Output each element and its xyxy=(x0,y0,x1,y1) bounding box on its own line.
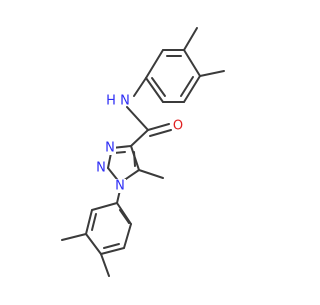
triazole-ring xyxy=(107,145,164,184)
aromatic-bond xyxy=(91,213,97,231)
bond xyxy=(116,202,132,225)
carbonyl-bond xyxy=(147,123,170,131)
bond xyxy=(123,223,132,249)
lower-aryl-ring xyxy=(61,189,132,277)
aromatic-bond xyxy=(103,243,120,249)
label-background xyxy=(114,179,126,193)
bond xyxy=(126,106,149,131)
aromatic-bond xyxy=(151,77,166,97)
aromatic-bond xyxy=(133,151,136,167)
methyl-bond xyxy=(183,27,198,51)
bond xyxy=(91,202,118,211)
bond xyxy=(100,247,125,255)
bond xyxy=(130,129,149,147)
label-background xyxy=(172,119,184,133)
amide-nitrogen-label: N xyxy=(120,94,130,109)
carbonyl-bond xyxy=(149,129,172,137)
label-background xyxy=(104,141,116,155)
methyl-bond xyxy=(199,70,225,77)
bond xyxy=(133,77,147,97)
bond xyxy=(85,209,93,235)
bond xyxy=(85,233,102,255)
methyl-bond xyxy=(61,233,87,241)
bond xyxy=(183,49,201,77)
bond xyxy=(145,77,164,103)
amide-hydrogen-label: H xyxy=(106,94,116,109)
aromatic-bond xyxy=(119,209,130,224)
carbonyl-oxygen-label: O xyxy=(173,119,183,134)
label-background xyxy=(95,161,107,175)
bond xyxy=(145,49,164,79)
aromatic-bond xyxy=(180,76,194,97)
methyl-bond xyxy=(138,169,164,179)
structure-drawing: N H O N N N xyxy=(61,27,225,277)
amide-group xyxy=(126,77,172,147)
molecule-canvas: N H O N N N xyxy=(61,27,225,277)
methyl-bond xyxy=(100,253,110,277)
triazole-n2-label: N xyxy=(96,161,106,176)
atom-labels: N H O N N N xyxy=(95,94,184,194)
triazole-n3-label: N xyxy=(105,141,115,156)
upper-aryl-ring xyxy=(145,27,225,103)
bond xyxy=(183,75,201,103)
triazole-n1-label: N xyxy=(115,179,125,194)
